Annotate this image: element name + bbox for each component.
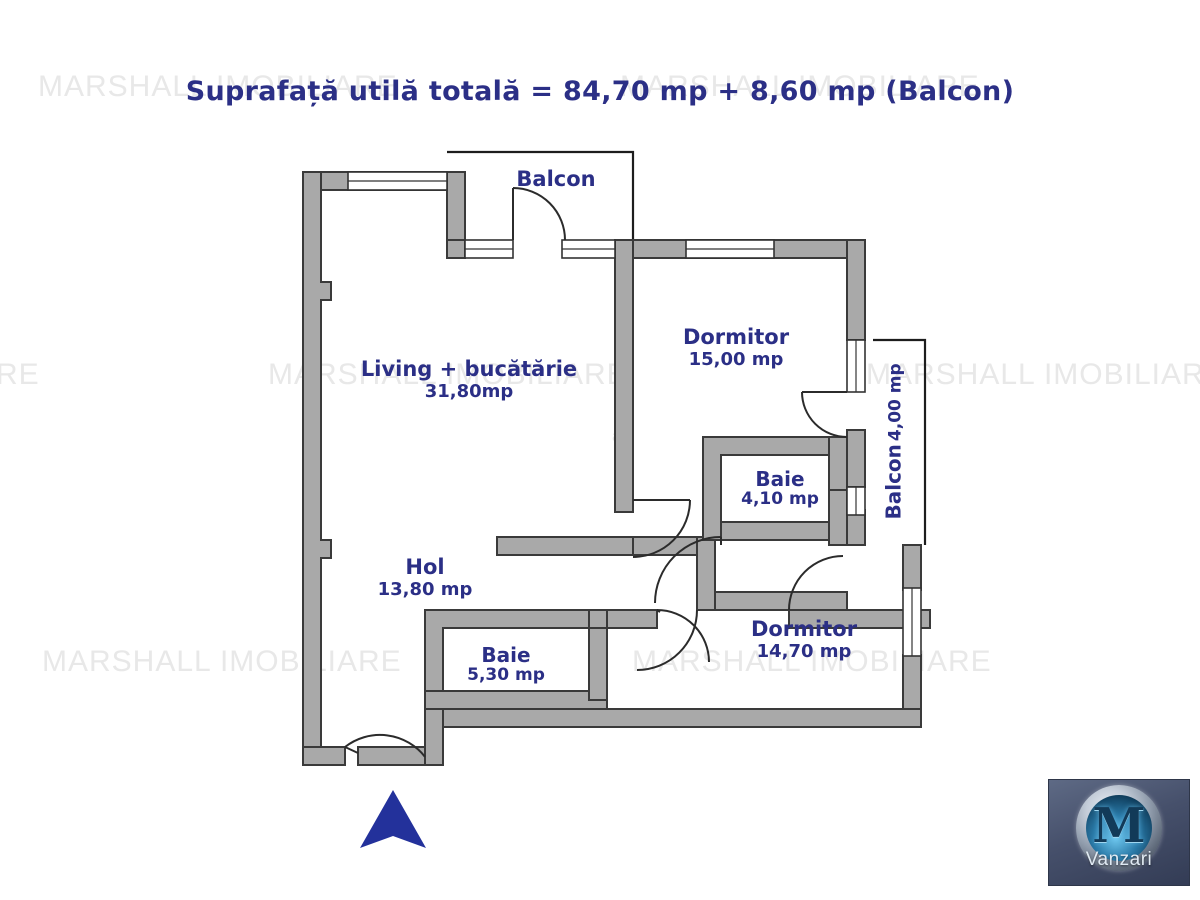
- room-name: Baie: [755, 467, 805, 491]
- north-arrow: [357, 790, 429, 856]
- logo-inner-disc: [1086, 795, 1152, 862]
- wall-hol-top-left: [496, 536, 634, 556]
- door-arc-baie-small: [654, 536, 722, 604]
- door-arc-hol-lower: [636, 609, 698, 671]
- company-logo[interactable]: M Vanzari: [1048, 779, 1190, 886]
- room-name: Living + bucătărie: [360, 357, 578, 381]
- wall-entry-jamb: [424, 708, 444, 766]
- room-label-baie-small: Baie 4,10 mp: [724, 468, 836, 509]
- room-area: 4,10 mp: [741, 489, 819, 510]
- logo-monogram: M: [1092, 798, 1146, 855]
- room-label-inner: Balcon 4,00 mp: [881, 360, 906, 520]
- room-name: Baie: [481, 643, 531, 667]
- room-name: Dormitor: [682, 325, 790, 349]
- top-balcony-outline: [447, 150, 635, 243]
- door-arc-baie-big: [656, 609, 710, 663]
- wall-baie-big-top-right: [788, 609, 931, 629]
- door-arc-dormitor1: [632, 499, 691, 558]
- north-arrow-shape: [360, 790, 426, 848]
- room-name: Balcon: [516, 167, 596, 191]
- room-label-dormitor-2: Dormitor 14,70 mp: [724, 617, 884, 662]
- wall-baie-small-right-lower: [828, 489, 848, 546]
- door-arc-balcony-right: [801, 391, 848, 438]
- door-arc-dormitor2: [788, 555, 844, 611]
- room-label-balcon-top: Balcon: [466, 167, 646, 192]
- door-leaf-baie-big: [656, 609, 661, 613]
- windows: [347, 171, 922, 657]
- right-balcony-outline: [873, 338, 927, 545]
- wall-dormitor2-top: [714, 591, 848, 611]
- balcony-outlines: [447, 150, 927, 545]
- door-arc-entrance: [344, 733, 426, 758]
- room-label-living: Living + bucătărie 31,80mp: [355, 357, 583, 402]
- wall-left-exterior: [302, 171, 332, 766]
- wall-baie-divider: [588, 627, 608, 701]
- room-area: 13,80 mp: [377, 578, 473, 600]
- wall-bottom-left: [302, 746, 346, 766]
- wall-balcony-stub: [446, 239, 466, 259]
- door-swings: [344, 187, 848, 758]
- logo-caption: Vanzari: [1085, 849, 1153, 871]
- page-title: Suprafață utilă totală = 84,70 mp + 8,60…: [185, 76, 1015, 107]
- room-label-dormitor-1: Dormitor 15,00 mp: [660, 325, 812, 370]
- room-area: 5,30 mp: [467, 665, 545, 686]
- room-name: Balcon: [881, 444, 906, 520]
- room-label-baie-big: Baie 5,30 mp: [446, 644, 566, 685]
- wall-right-lower-b: [902, 544, 922, 591]
- wall-bottom-exterior: [424, 708, 922, 728]
- room-label-balcon-right: Balcon 4,00 mp: [881, 360, 906, 520]
- logo-disc: [1076, 785, 1162, 872]
- room-name: Dormitor: [750, 617, 858, 641]
- wall-baie-big-bottom: [424, 690, 608, 710]
- room-area: 14,70 mp: [756, 640, 852, 662]
- room-name: Hol: [405, 555, 445, 579]
- door-leaf-entrance: [344, 746, 359, 754]
- north-arrow-icon: [360, 790, 426, 848]
- wall-right-upper: [846, 239, 866, 341]
- room-area: 31,80mp: [424, 380, 514, 402]
- door-arc-balcony-top: [512, 187, 566, 241]
- wall-right-mid: [846, 429, 866, 488]
- wall-living-right: [614, 239, 634, 513]
- room-label-hol: Hol 13,80 mp: [350, 555, 500, 600]
- walls: [302, 171, 931, 766]
- room-area: 4,00 mp: [885, 363, 906, 442]
- wall-hol-right-jamb: [696, 536, 716, 611]
- room-area: 15,00 mp: [688, 348, 784, 370]
